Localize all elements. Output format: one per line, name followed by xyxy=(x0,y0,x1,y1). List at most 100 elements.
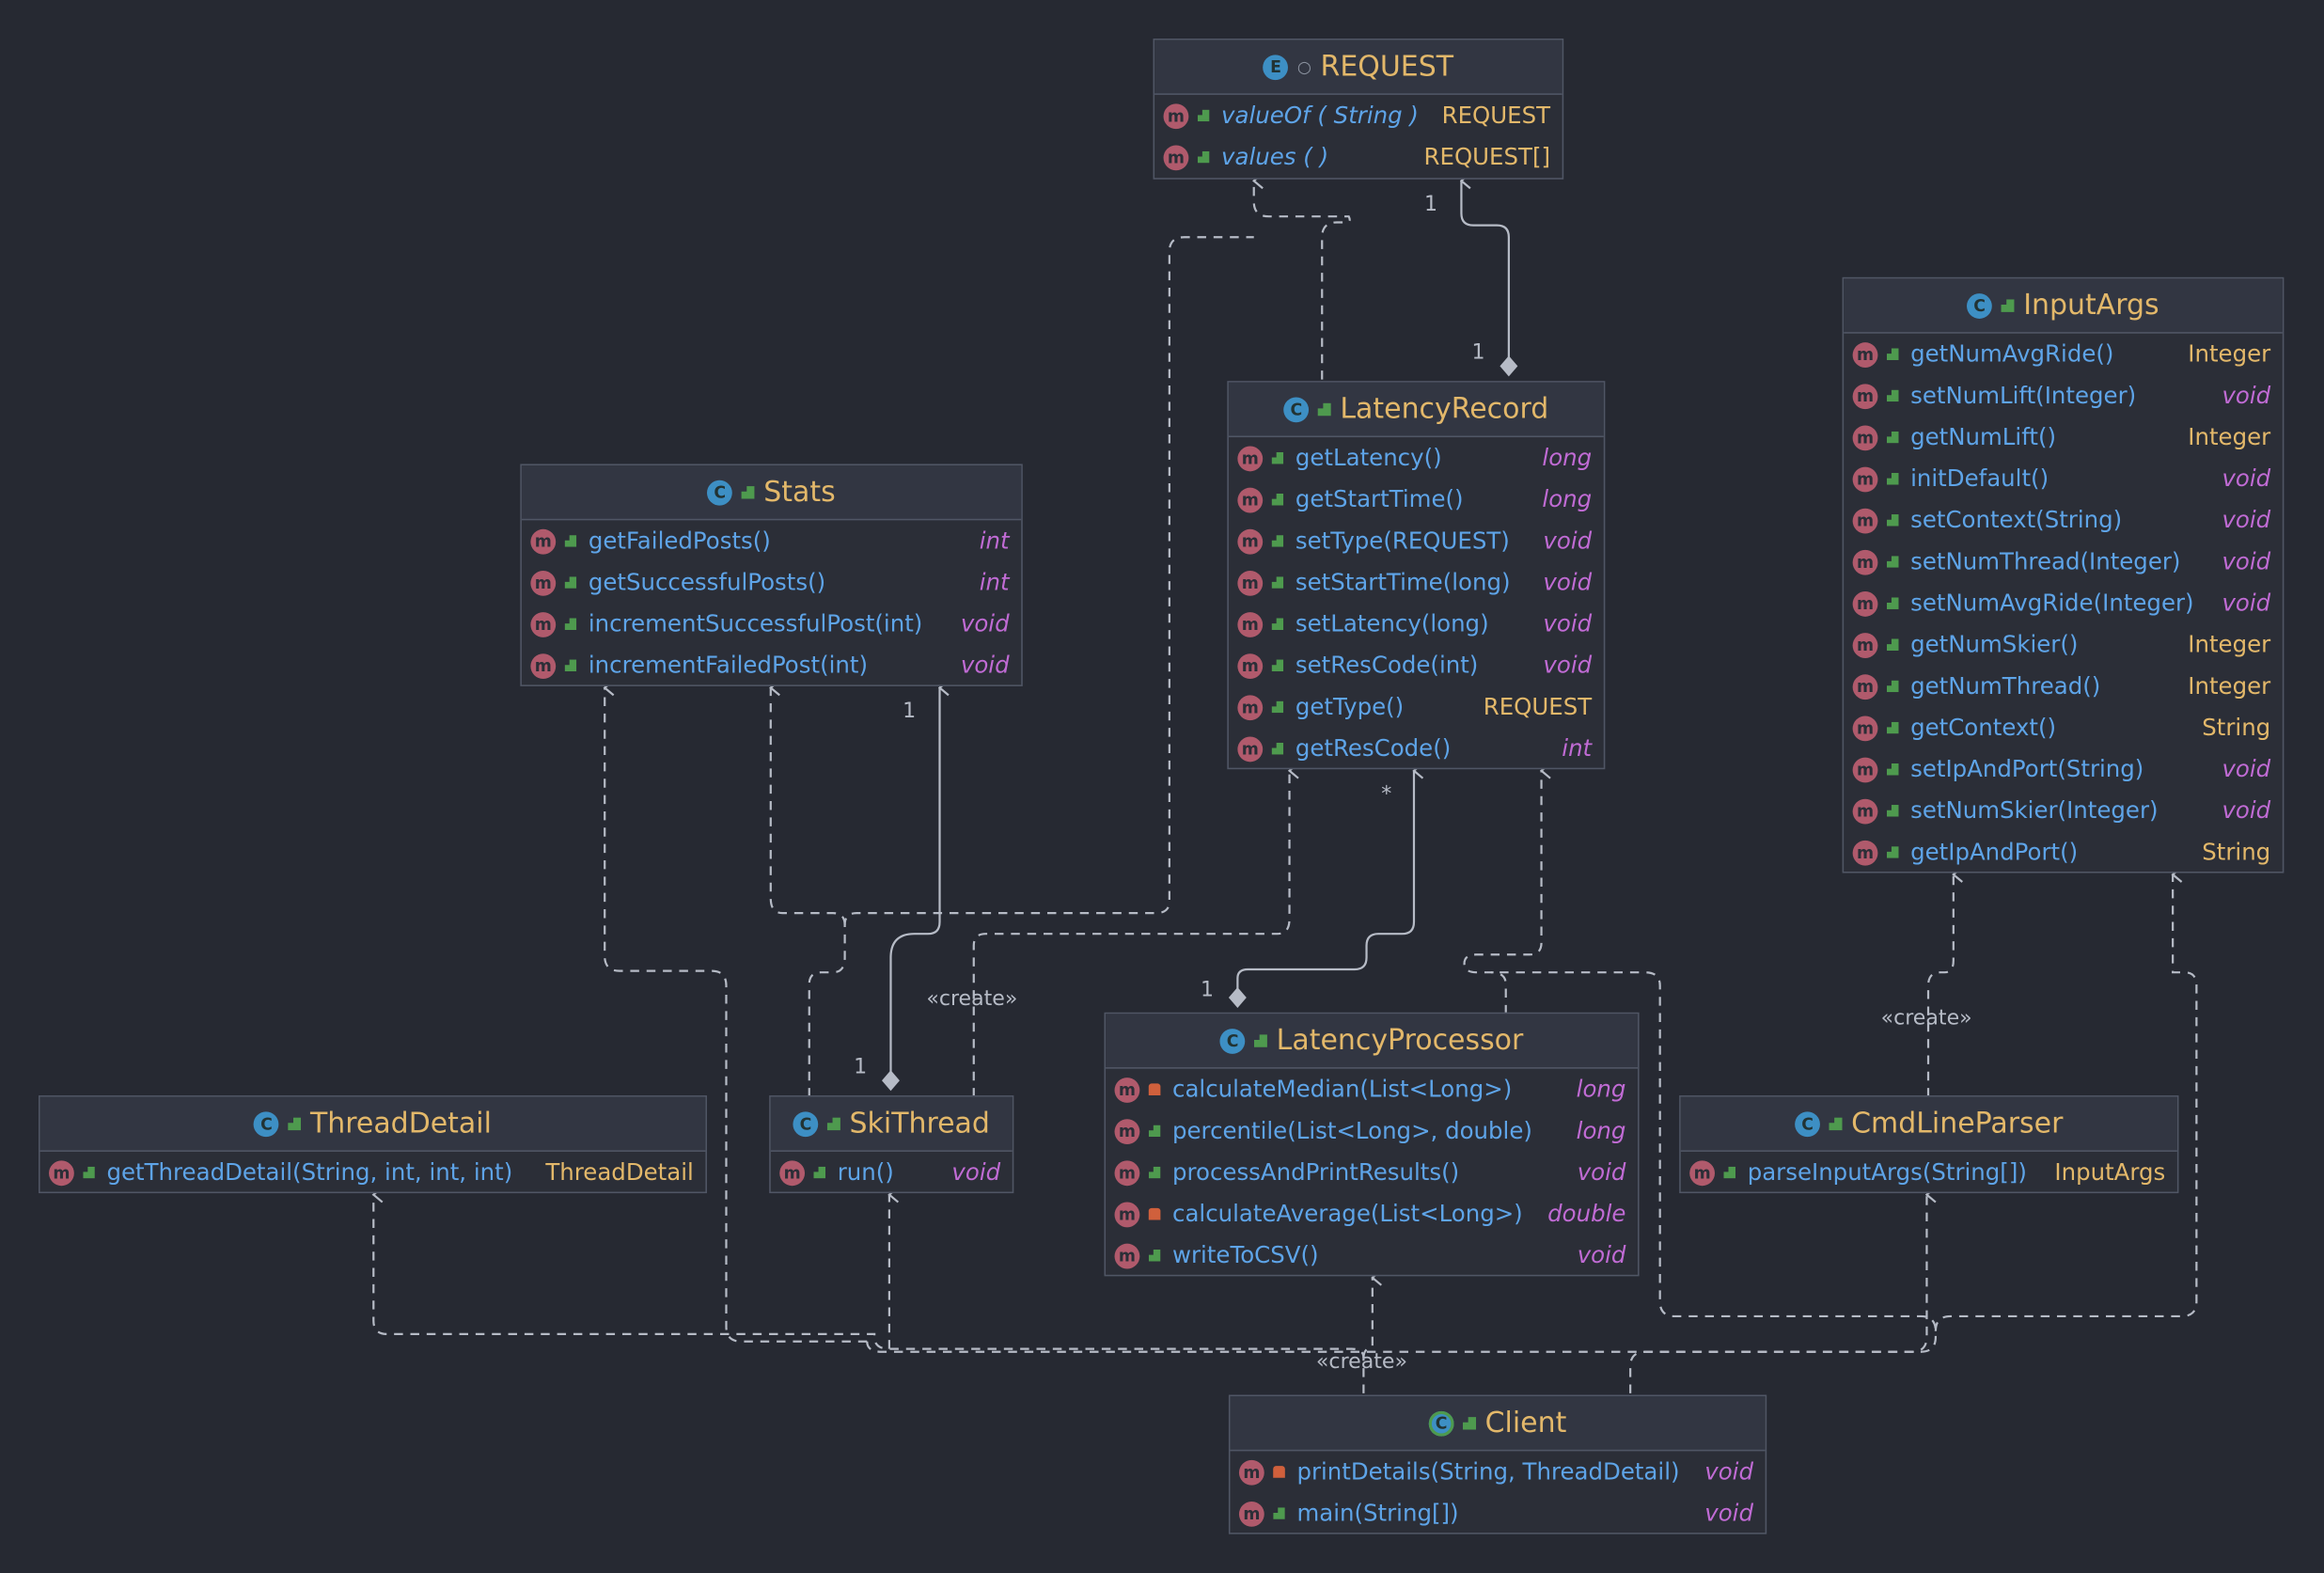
public-visibility-icon xyxy=(564,535,577,547)
class-name: Client xyxy=(1484,1407,1567,1439)
return-type: Integer xyxy=(2188,340,2271,368)
return-type: void xyxy=(951,1158,1001,1187)
class-header: C Client xyxy=(1230,1396,1766,1452)
public-visibility-icon xyxy=(1271,493,1284,506)
class-icon: C xyxy=(1283,396,1310,422)
public-visibility-icon xyxy=(1271,618,1284,631)
method-icon: m xyxy=(1237,570,1264,595)
edge-record-request xyxy=(1461,181,1510,364)
method-icon: m xyxy=(1852,797,1878,824)
return-type: long xyxy=(1576,1117,1626,1145)
return-type: REQUEST xyxy=(1483,693,1593,721)
public-visibility-icon xyxy=(1317,402,1331,417)
class-header: C LatencyProcessor xyxy=(1106,1014,1639,1069)
class-icon: C xyxy=(1967,292,1993,319)
public-visibility-icon xyxy=(1148,1249,1161,1262)
method-icon: m xyxy=(1852,673,1878,700)
public-visibility-icon xyxy=(1829,1116,1843,1131)
method-icon: m xyxy=(1163,102,1189,129)
public-visibility-icon xyxy=(1197,109,1210,122)
public-visibility-icon xyxy=(1886,721,1899,734)
edge-client-stats xyxy=(605,687,868,1343)
class-name: CmdLineParser xyxy=(1851,1107,2064,1140)
method-signature: getStartTime() xyxy=(1295,486,1464,513)
method-signature: setNumLift(Integer) xyxy=(1910,382,2137,410)
return-type: void xyxy=(2222,590,2271,617)
edge-skithread-stats-dep xyxy=(771,687,846,925)
return-type: ThreadDetail xyxy=(545,1158,694,1187)
return-type: String xyxy=(2202,714,2271,742)
method-row[interactable]: m getNumAvgRide() Integer xyxy=(1844,334,2283,375)
return-type: int xyxy=(979,527,1010,555)
edge-skithread-stats xyxy=(889,687,939,1079)
method-icon: m xyxy=(1237,611,1264,637)
edge-processor-record xyxy=(1236,771,1414,997)
create-stereotype-label: «create» xyxy=(1880,1006,1972,1030)
public-visibility-icon xyxy=(2001,298,2015,312)
multiplicity-label: 1 xyxy=(1424,192,1438,217)
method-signature: initDefault() xyxy=(1910,465,2049,493)
method-icon: m xyxy=(530,570,557,595)
public-visibility-icon xyxy=(1886,514,1899,527)
method-signature: getNumAvgRide() xyxy=(1910,340,2114,368)
public-visibility-icon xyxy=(1462,1416,1477,1430)
class-name: InputArgs xyxy=(2023,289,2159,322)
method-icon: m xyxy=(1852,341,1878,368)
method-signature: run() xyxy=(837,1158,894,1187)
enum-icon: E xyxy=(1263,54,1289,80)
method-icon: m xyxy=(1237,486,1264,512)
return-type: void xyxy=(2222,797,2271,825)
method-signature: writeToCSV() xyxy=(1172,1242,1319,1269)
method-icon: m xyxy=(1237,653,1264,679)
return-type: Integer xyxy=(2188,672,2271,700)
method-icon: m xyxy=(1852,507,1878,533)
method-signature: getNumLift() xyxy=(1910,423,2057,451)
method-signature: getSuccessfulPosts() xyxy=(588,569,826,596)
